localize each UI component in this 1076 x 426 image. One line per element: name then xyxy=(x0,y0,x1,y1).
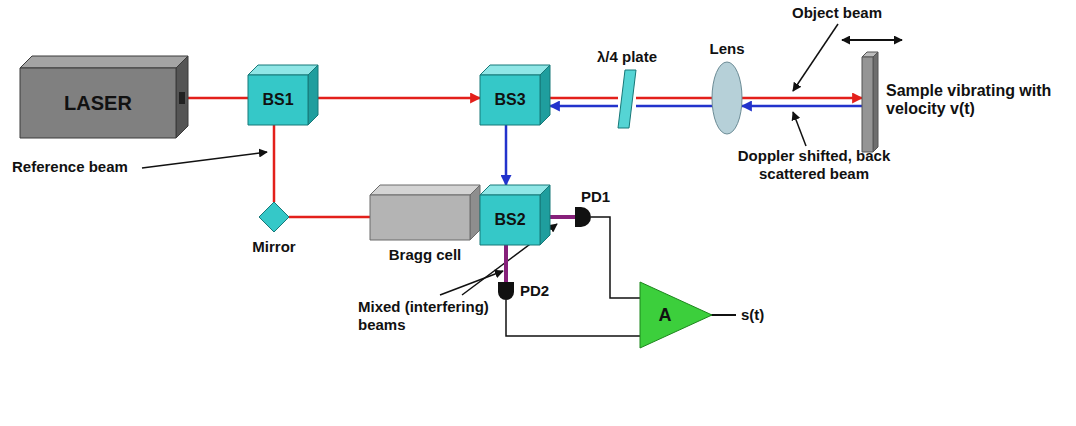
cube-side xyxy=(540,185,550,245)
leader-line xyxy=(142,152,267,168)
lens: Lens xyxy=(712,62,742,134)
shape-outline xyxy=(575,207,591,227)
mirror: Mirror xyxy=(259,202,289,232)
annotation-label: s(t) xyxy=(741,306,764,324)
laser-aperture xyxy=(179,92,185,104)
annotation-label: Doppler shifted, back scattered beam xyxy=(726,147,902,183)
laser-source: LASER xyxy=(20,56,188,138)
cube-side xyxy=(540,65,550,125)
bragg-housing-front xyxy=(370,195,470,240)
shape-outline xyxy=(498,282,514,300)
photodetector: PD1 xyxy=(575,207,591,227)
shape-outline xyxy=(370,185,480,240)
beam-splitter: BS2 xyxy=(480,185,550,245)
leader-line xyxy=(440,271,503,295)
back-scattered-beam xyxy=(636,105,712,108)
bragg-cell: Bragg cell xyxy=(370,185,480,240)
laser-housing-front xyxy=(20,68,176,138)
cube-top xyxy=(480,185,550,195)
sample-plate-side xyxy=(873,52,878,152)
laser-beam xyxy=(273,125,276,202)
cube-side xyxy=(308,65,318,125)
detector-body xyxy=(498,282,514,300)
back-scattered-beam xyxy=(505,125,508,185)
annotation-label: Mixed (interfering) beams xyxy=(358,298,520,334)
shape-outline xyxy=(618,70,636,128)
cube-front xyxy=(480,195,540,245)
component-label: λ/4 plate xyxy=(597,48,657,65)
beam-splitter: BS3 xyxy=(480,65,550,125)
wave-plate xyxy=(618,70,636,128)
mixed-beam xyxy=(550,215,575,219)
cube-front xyxy=(480,75,540,125)
component-label: BS1 xyxy=(248,75,308,125)
cube-front xyxy=(248,75,308,125)
cube-top xyxy=(480,65,550,75)
photodetector: PD2 xyxy=(498,282,514,300)
back-scattered-beam xyxy=(742,105,862,108)
leader-line xyxy=(793,112,806,146)
amplifier-body xyxy=(640,282,712,348)
annotation-label: Reference beam xyxy=(12,158,128,176)
bragg-housing-side xyxy=(470,185,480,240)
sample-plate-front xyxy=(862,57,873,152)
laser-beam xyxy=(636,97,712,100)
laser-beam xyxy=(188,97,248,100)
component-label: A xyxy=(644,282,686,348)
differential-amplifier: A xyxy=(640,282,712,348)
component-label: Lens xyxy=(709,40,744,57)
shape-outline xyxy=(862,52,878,152)
laser-beam xyxy=(550,97,618,100)
shape-outline xyxy=(259,202,289,232)
motion-arrow xyxy=(842,39,902,41)
annotation-label: Object beam xyxy=(792,4,882,22)
laser-beam xyxy=(318,97,480,100)
component-label: Mirror xyxy=(252,238,295,255)
back-scattered-beam xyxy=(550,105,618,108)
mirror-body xyxy=(259,202,289,232)
leader-line xyxy=(793,24,838,91)
vibrating-sample: Sample vibrating with velocity v(t) xyxy=(862,52,878,152)
component-label: LASER xyxy=(20,68,176,138)
laser-beam xyxy=(289,216,370,219)
laser-beam xyxy=(742,97,862,100)
bragg-housing-top xyxy=(370,185,480,195)
quarter-wave-plate: λ/4 plate xyxy=(618,70,636,128)
component-label: BS3 xyxy=(480,75,540,125)
component-label: PD2 xyxy=(520,282,549,299)
shape-outline xyxy=(640,282,712,348)
lens-body xyxy=(712,62,742,134)
beam-splitter: BS1 xyxy=(248,65,318,125)
component-label: Sample vibrating with velocity v(t) xyxy=(886,82,1054,119)
laser-housing-top xyxy=(20,56,188,68)
component-label: PD1 xyxy=(581,188,610,205)
laser-housing-side xyxy=(176,56,188,138)
cube-top xyxy=(248,65,318,75)
component-label: BS2 xyxy=(480,195,540,245)
shape-outline xyxy=(712,62,742,134)
signal-wire xyxy=(591,217,640,298)
detector-body xyxy=(575,207,591,227)
signal-wire xyxy=(506,300,640,336)
component-label: Bragg cell xyxy=(389,246,462,263)
mixed-beam xyxy=(504,245,508,282)
